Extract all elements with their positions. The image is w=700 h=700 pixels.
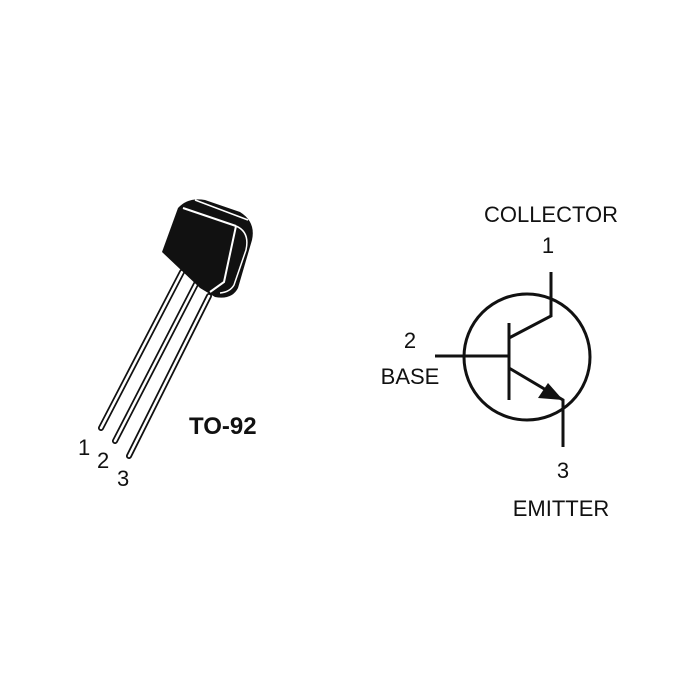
npn-symbol xyxy=(435,272,592,447)
package-name: TO-92 xyxy=(189,413,257,440)
emitter-label: EMITTER xyxy=(513,496,610,521)
package-body xyxy=(162,199,253,298)
to92-package: 1 2 3 TO-92 xyxy=(78,199,257,491)
base-label: BASE xyxy=(381,364,440,389)
emitter-pin: 3 xyxy=(557,458,569,483)
collector-pin: 1 xyxy=(542,233,554,258)
emitter-lead xyxy=(508,366,565,447)
pin-label-1: 1 xyxy=(78,435,90,460)
pin-label-3: 3 xyxy=(117,466,129,491)
collector-lead xyxy=(508,272,553,340)
collector-label: COLLECTOR xyxy=(484,202,618,227)
pin-label-2: 2 xyxy=(97,448,109,473)
base-pin: 2 xyxy=(404,328,416,353)
emitter-arrow-icon xyxy=(538,383,563,400)
